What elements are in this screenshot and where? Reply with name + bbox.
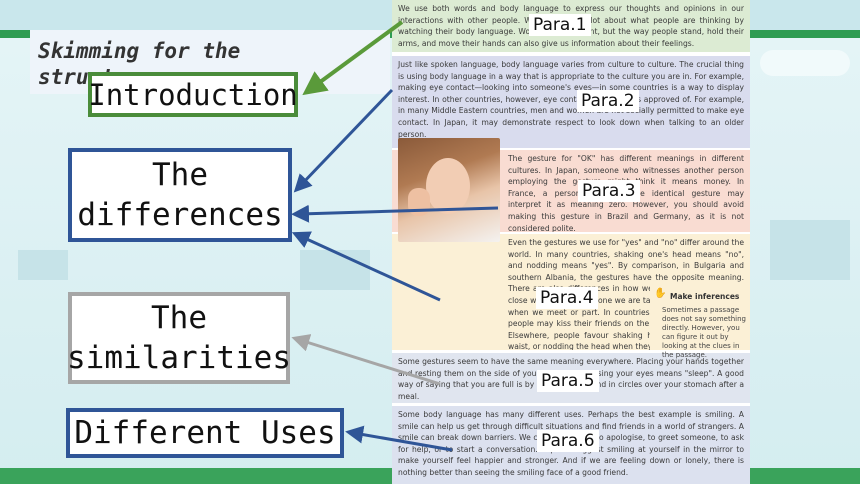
para-label-1: Para.1 <box>529 14 591 36</box>
tip-body: Sometimes a passage does not say somethi… <box>662 306 746 359</box>
different-uses-label: Different Uses <box>66 408 344 458</box>
differences-label: The differences <box>68 148 292 242</box>
introduction-label-text: Introduction <box>88 77 298 112</box>
arrow-para3-differences <box>291 204 499 223</box>
tip-box: ✋ Make inferences Sometimes a passage do… <box>650 284 750 359</box>
para-label-6: Para.6 <box>537 430 599 452</box>
para-label-4: Para.4 <box>536 287 598 309</box>
differences-label-line1: The <box>152 157 208 193</box>
hand-icon: ✋ <box>654 288 667 299</box>
reading-passage: We use both words and body language to e… <box>392 0 750 484</box>
background-house <box>300 250 370 290</box>
similarities-label: The similarities <box>67 292 291 384</box>
arrow-para5-similarities <box>291 334 441 386</box>
tip-heading: Make inferences <box>670 292 740 301</box>
similarities-label-line1: The <box>151 300 207 336</box>
para-label-2: Para.2 <box>577 90 639 112</box>
different-uses-label-text: Different Uses <box>74 415 336 451</box>
face-shape <box>426 158 470 214</box>
arrow-para6-uses <box>345 425 453 452</box>
arrow-para2-differences <box>293 88 394 193</box>
similarities-label-line2: similarities <box>67 340 291 376</box>
background-house <box>770 220 850 280</box>
background-cloud <box>760 50 850 76</box>
para-label-3: Para.3 <box>578 180 640 202</box>
background-house <box>18 250 68 280</box>
para-label-5: Para.5 <box>537 370 599 392</box>
paragraph-2: Just like spoken language, body language… <box>392 56 750 148</box>
arrow-para1-intro <box>302 20 404 96</box>
differences-label-line2: differences <box>77 197 283 233</box>
arrow-para4-differences <box>291 231 441 302</box>
introduction-label: Introduction <box>88 72 298 117</box>
